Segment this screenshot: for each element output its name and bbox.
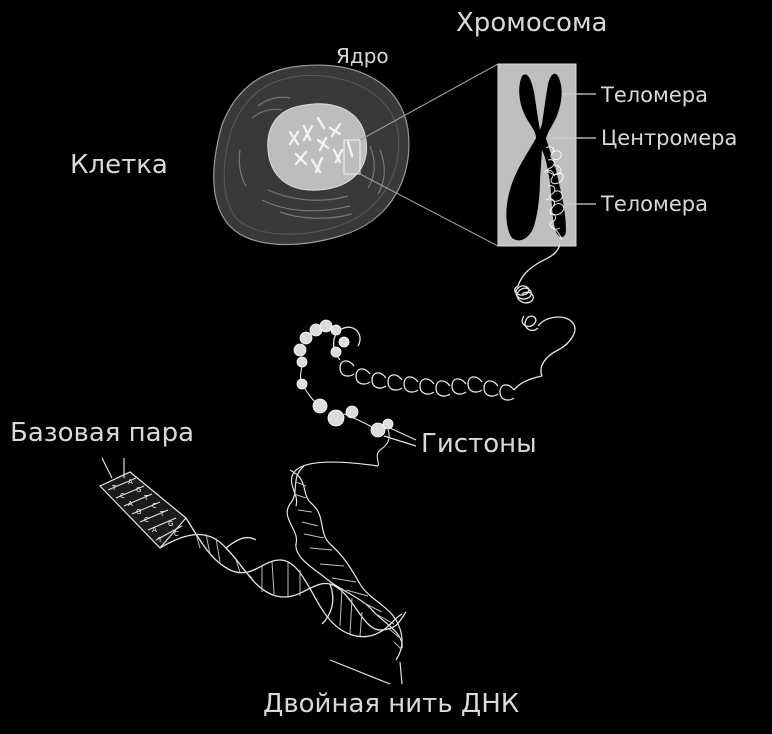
chromosome-shape <box>506 73 566 241</box>
cell-membrane-inner <box>223 75 400 235</box>
base-pair-rungs <box>107 477 183 541</box>
label-telomere-bottom: Теломера <box>601 192 708 216</box>
dna-helix-vertical <box>286 461 403 661</box>
svg-text:A: A <box>152 526 157 534</box>
label-histones: Гистоны <box>421 429 537 459</box>
cell-illustration <box>213 64 410 246</box>
histones-pointer-lines <box>383 427 417 447</box>
base-pair-letters: TA CG AT GC CT AG TC <box>111 478 179 544</box>
svg-text:G: G <box>136 508 141 516</box>
svg-text:A: A <box>128 478 133 486</box>
svg-text:C: C <box>152 502 157 510</box>
nucleosome-beads <box>293 319 394 438</box>
dna-helix-diagonal: TA CG AT GC CT AG TC <box>98 471 407 638</box>
cell-organelles <box>238 96 385 219</box>
chromosome-pointer-lines <box>552 93 596 205</box>
nucleus-zoom-box <box>343 139 361 175</box>
label-base-pair: Базовая пара <box>10 418 195 448</box>
label-telomere-top: Теломера <box>601 83 708 107</box>
svg-text:T: T <box>143 494 149 502</box>
svg-text:T: T <box>111 484 117 492</box>
svg-text:T: T <box>157 536 163 544</box>
label-dna-double-strand: Двойная нить ДНК <box>263 689 520 719</box>
svg-text:G: G <box>168 520 173 528</box>
coil-segments <box>339 360 515 401</box>
svg-text:A: A <box>128 500 133 508</box>
chromatin-coil <box>333 243 576 401</box>
label-nucleus: Ядро <box>336 44 389 68</box>
chromosome-panel <box>497 63 577 247</box>
dna-pointer-lines <box>329 659 403 685</box>
label-centromere: Центромера <box>601 126 738 150</box>
svg-text:C: C <box>144 516 149 524</box>
svg-text:C: C <box>174 530 179 538</box>
svg-text:C: C <box>120 492 125 500</box>
chromatin-loops <box>543 146 565 241</box>
nucleus-chromosomes <box>288 116 354 174</box>
nucleosome-thread <box>299 365 390 467</box>
base-pair-pointer-lines <box>101 457 125 479</box>
svg-text:T: T <box>159 510 165 518</box>
zoom-lines <box>359 63 499 247</box>
label-chromosome: Хромосома <box>456 8 608 38</box>
svg-text:G: G <box>136 486 141 494</box>
helix-diagonal-rungs <box>195 533 363 637</box>
nucleus <box>267 103 368 191</box>
label-cell: Клетка <box>70 150 168 180</box>
